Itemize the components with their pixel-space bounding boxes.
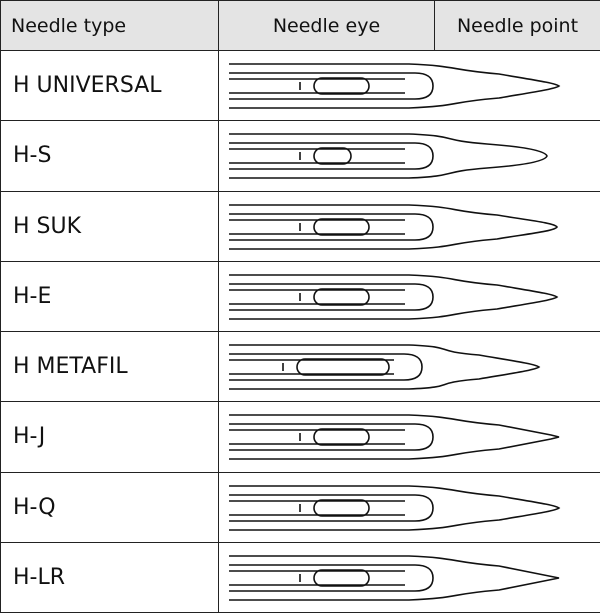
needle-drawing-cell bbox=[218, 401, 600, 473]
needle-drawing-cell bbox=[218, 471, 600, 543]
needle-outline bbox=[229, 554, 560, 601]
needle-eye bbox=[313, 568, 370, 587]
needle-drawing bbox=[229, 203, 558, 250]
needle-type-cell: H-LR bbox=[0, 541, 219, 613]
needle-groove-inner bbox=[229, 218, 405, 235]
needle-drawing bbox=[229, 484, 561, 531]
needle-groove-inner bbox=[229, 429, 405, 446]
needle-eye-header: Needle eye bbox=[218, 0, 435, 51]
needle-groove bbox=[229, 142, 434, 171]
needle-type-cell: H-Q bbox=[0, 471, 219, 543]
table-row: H-E bbox=[0, 260, 600, 333]
needle-drawing-cell bbox=[218, 260, 600, 333]
needle-type-cell: H-J bbox=[0, 401, 219, 473]
needle-groove-inner bbox=[229, 359, 394, 375]
table-row: H-S bbox=[0, 120, 600, 192]
needle-eye bbox=[313, 217, 370, 236]
needle-eye bbox=[313, 287, 370, 306]
needle-groove bbox=[229, 212, 434, 241]
needle-type-cell: H METAFIL bbox=[0, 330, 219, 403]
needle-groove-inner bbox=[229, 499, 405, 516]
table-row: H UNIVERSAL bbox=[0, 49, 600, 122]
needle-outline bbox=[229, 63, 561, 109]
needle-groove bbox=[229, 493, 434, 522]
needle-outline bbox=[229, 203, 558, 250]
needle-drawing bbox=[229, 63, 561, 109]
needle-drawing bbox=[229, 344, 541, 390]
needle-drawing bbox=[229, 273, 559, 320]
needle-outline bbox=[229, 133, 548, 180]
needle-point-header: Needle point bbox=[434, 0, 600, 51]
needle-drawing-cell bbox=[218, 190, 600, 262]
needle-type-cell: H UNIVERSAL bbox=[0, 49, 219, 122]
needle-eye bbox=[313, 428, 370, 447]
needle-eye bbox=[313, 498, 370, 517]
needle-drawing bbox=[229, 554, 560, 601]
needle-outline bbox=[229, 273, 559, 320]
table-row: H METAFIL bbox=[0, 330, 600, 403]
needle-eye bbox=[313, 77, 370, 95]
needle-groove bbox=[229, 353, 423, 381]
needle-groove bbox=[229, 72, 434, 100]
needle-drawing-cell bbox=[218, 330, 600, 403]
table-row: H-LR bbox=[0, 541, 600, 613]
needle-groove-inner bbox=[229, 288, 405, 305]
needle-outline bbox=[229, 414, 560, 461]
table-row: H-J bbox=[0, 401, 600, 473]
needle-drawing-cell bbox=[218, 49, 600, 122]
needle-eye bbox=[296, 358, 390, 376]
needle-drawing bbox=[229, 133, 548, 180]
needle-type-header: Needle type bbox=[0, 0, 219, 51]
needle-type-cell: H-S bbox=[0, 120, 219, 192]
needle-outline bbox=[229, 484, 561, 531]
needle-groove bbox=[229, 282, 434, 311]
needle-groove-inner bbox=[229, 569, 405, 586]
needle-type-cell: H-E bbox=[0, 260, 219, 333]
needle-outline bbox=[229, 344, 541, 390]
needle-groove-inner bbox=[229, 78, 405, 94]
needle-drawing-cell bbox=[218, 120, 600, 192]
header-row: Needle type Needle eye Needle point bbox=[0, 0, 600, 51]
needle-groove bbox=[229, 563, 434, 592]
needle-drawing-cell bbox=[218, 541, 600, 613]
needle-eye bbox=[313, 147, 352, 166]
table-row: H-Q bbox=[0, 471, 600, 543]
needle-type-cell: H SUK bbox=[0, 190, 219, 262]
needle-groove-inner bbox=[229, 148, 405, 165]
needle-groove bbox=[229, 423, 434, 452]
table-row: H SUK bbox=[0, 190, 600, 262]
needle-drawing bbox=[229, 414, 560, 461]
